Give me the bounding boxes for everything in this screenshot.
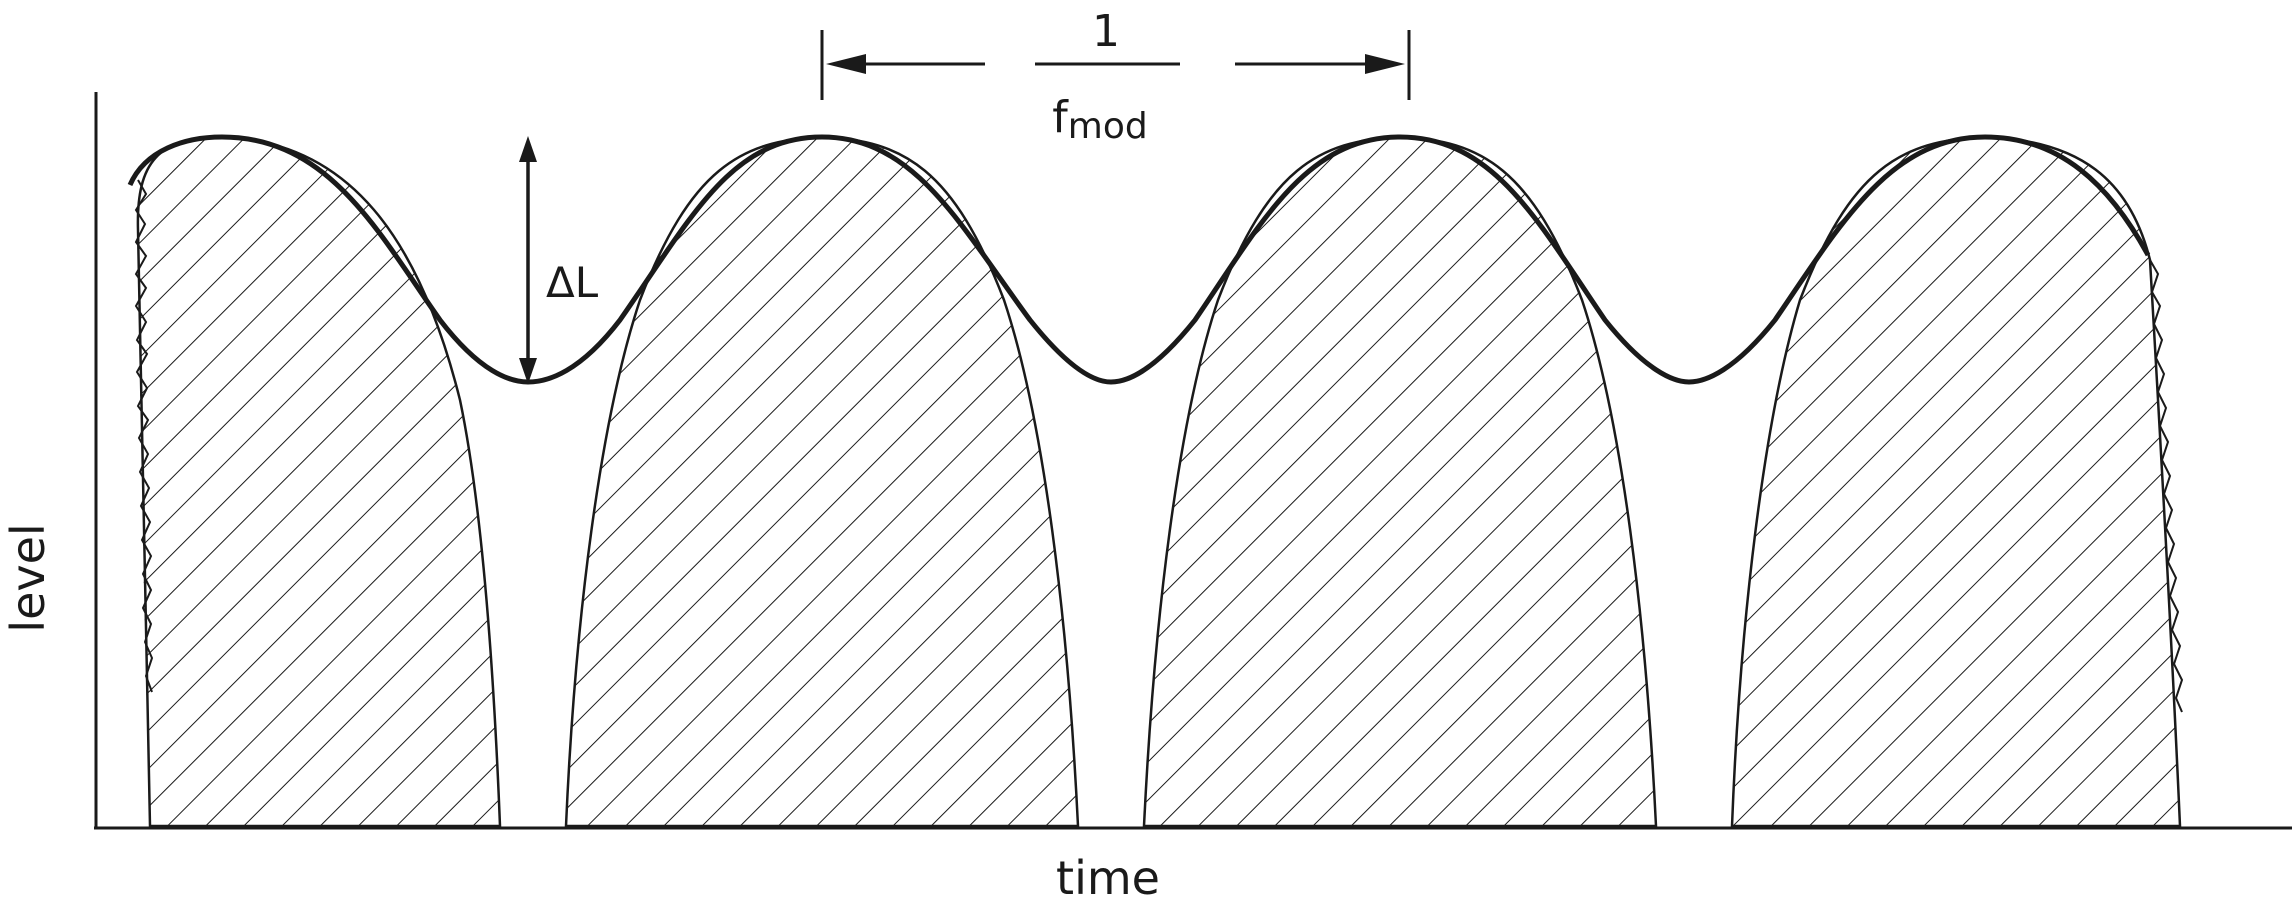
depth-label: ΔL: [546, 258, 599, 307]
period-denominator: fmod: [1052, 92, 1147, 147]
jagged-end-edge: [2149, 259, 2184, 713]
envelope-curve: [127, 134, 2151, 385]
axes: [94, 92, 2292, 830]
depth-arrow: [519, 136, 537, 384]
lobe-1: [136, 135, 502, 828]
lobe-2: [564, 135, 1080, 828]
signal-lobes: [136, 135, 2182, 828]
x-axis-label: time: [1056, 851, 1160, 905]
period-denominator-base: f: [1052, 92, 1069, 143]
lobe-4: [1730, 135, 2182, 828]
period-marker: [820, 30, 1411, 100]
jagged-start-edge: [134, 179, 154, 693]
period-numerator: 1: [1092, 6, 1120, 57]
period-denominator-sub: mod: [1068, 106, 1148, 147]
lobe-3: [1142, 135, 1658, 828]
y-axis-label: level: [1, 523, 55, 632]
